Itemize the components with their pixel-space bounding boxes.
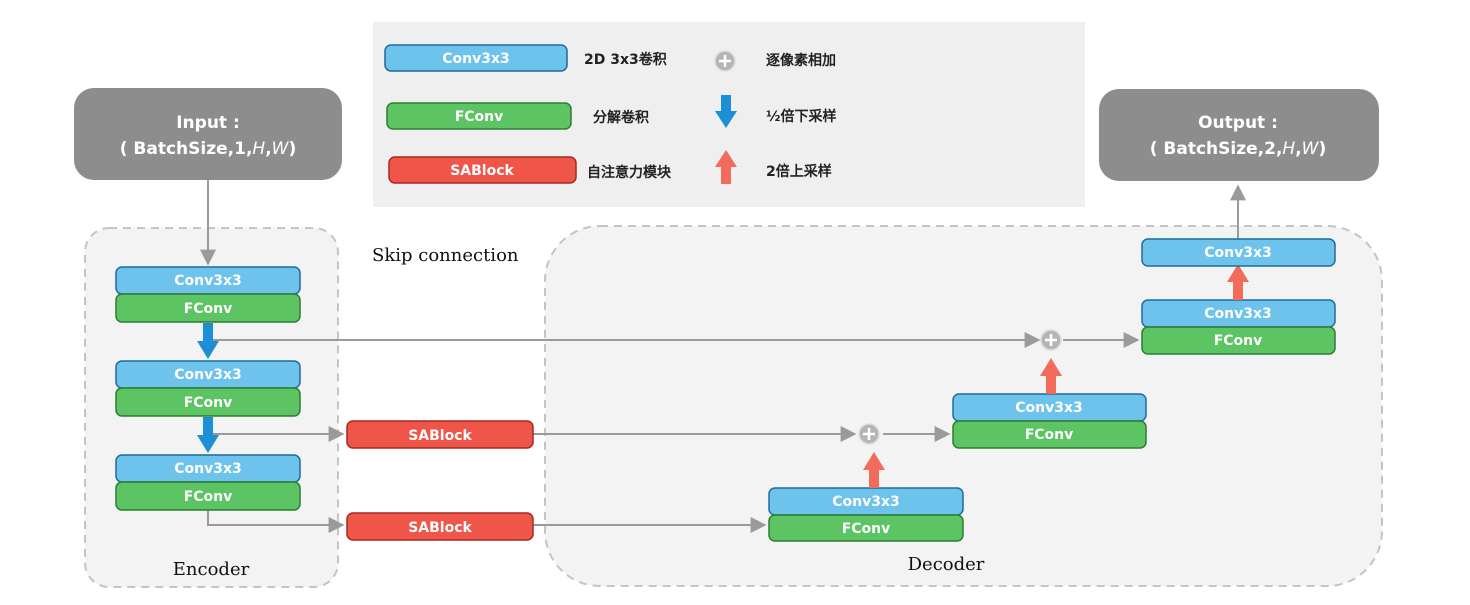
conv-block-label: Conv3x3 (1015, 400, 1083, 416)
fconv-block-label: FConv (184, 301, 233, 317)
legend-fconv-swatch (386, 102, 572, 130)
add-node-icon (1040, 329, 1062, 351)
downsample-arrow-icon (197, 323, 219, 359)
sablock-bottom (346, 512, 534, 541)
legend-conv-label: Conv3x3 (442, 51, 510, 67)
fconv-block (115, 387, 301, 417)
upsample-arrow-icon (863, 452, 885, 488)
fconv-block-label: FConv (1214, 333, 1263, 349)
legend-up-desc: 2倍上采样 (766, 163, 832, 180)
downsample-arrow-icon (197, 417, 219, 453)
upsample-arrow-icon (1040, 358, 1062, 394)
sablock-top (346, 420, 534, 449)
decoder-stage-2: Conv3x3 FConv (952, 393, 1147, 449)
encoder-to-sab-connector-2 (207, 510, 345, 533)
legend-fconv-label: FConv (455, 109, 504, 125)
fconv-block (115, 293, 301, 323)
fconv-block-label: FConv (1025, 427, 1074, 443)
conv-block-label: Conv3x3 (174, 273, 242, 289)
encoder-stage-1: Conv3x3 FConv (115, 266, 301, 323)
decoder-output-conv: Conv3x3 (1141, 238, 1336, 267)
sablock-top-label: SABlock (408, 428, 472, 444)
conv-block-label: Conv3x3 (174, 461, 242, 477)
output-shape: ( BatchSize,2,H,W) (1150, 139, 1327, 159)
fconv-block (1141, 326, 1336, 355)
legend-down-arrow-icon (715, 95, 737, 128)
encoder-stage-3: Conv3x3 FConv (115, 454, 301, 511)
fconv-block (952, 420, 1147, 449)
conv-block-label: Conv3x3 (832, 494, 900, 510)
legend-conv-swatch (384, 44, 568, 72)
add-node-icon (858, 423, 880, 445)
sablock-bottom-label: SABlock (408, 520, 472, 536)
input-title: Input : (176, 113, 240, 133)
legend-sab-label: SABlock (450, 163, 514, 179)
output-title: Output : (1198, 113, 1278, 133)
legend-panel: Conv3x3 2D 3x3卷积 FConv 分解卷积 SABlock 自注意力… (373, 22, 1085, 207)
fconv-block (115, 481, 301, 511)
legend-sab-swatch (388, 156, 577, 184)
decoder-stage-3: Conv3x3 FConv (1141, 299, 1336, 355)
conv-block-label: Conv3x3 (1204, 306, 1272, 322)
connectors (200, 180, 1246, 533)
fconv-block-label: FConv (842, 521, 891, 537)
legend-fconv-desc: 分解卷积 (593, 109, 649, 126)
input-shape: ( BatchSize,1,H,W) (120, 139, 297, 159)
decoder-label: Decoder (908, 554, 985, 575)
legend-down-desc: ½倍下采样 (766, 108, 837, 125)
skip-connection-label: Skip connection (372, 245, 519, 266)
legend-conv-desc: 2D 3x3卷积 (584, 51, 667, 68)
conv-block-label: Conv3x3 (174, 367, 242, 383)
legend-sab-desc: 自注意力模块 (587, 164, 672, 181)
legend-plus-icon (714, 50, 736, 72)
encoder-stage-2: Conv3x3 FConv (115, 360, 301, 417)
fconv-block-label: FConv (184, 489, 233, 505)
encoder-label: Encoder (173, 559, 250, 580)
input-box: Input : ( BatchSize,1,H,W) (74, 88, 342, 180)
conv-block (1141, 238, 1336, 267)
fconv-block-label: FConv (184, 395, 233, 411)
legend-up-arrow-icon (715, 150, 737, 184)
legend-add-desc: 逐像素相加 (766, 52, 836, 69)
output-box: Output : ( BatchSize,2,H,W) (1099, 89, 1379, 181)
fconv-block (768, 514, 964, 542)
upsample-arrow-icon (1227, 264, 1249, 300)
conv-block-label: Conv3x3 (1204, 245, 1272, 261)
decoder-stage-1: Conv3x3 FConv (768, 487, 964, 542)
